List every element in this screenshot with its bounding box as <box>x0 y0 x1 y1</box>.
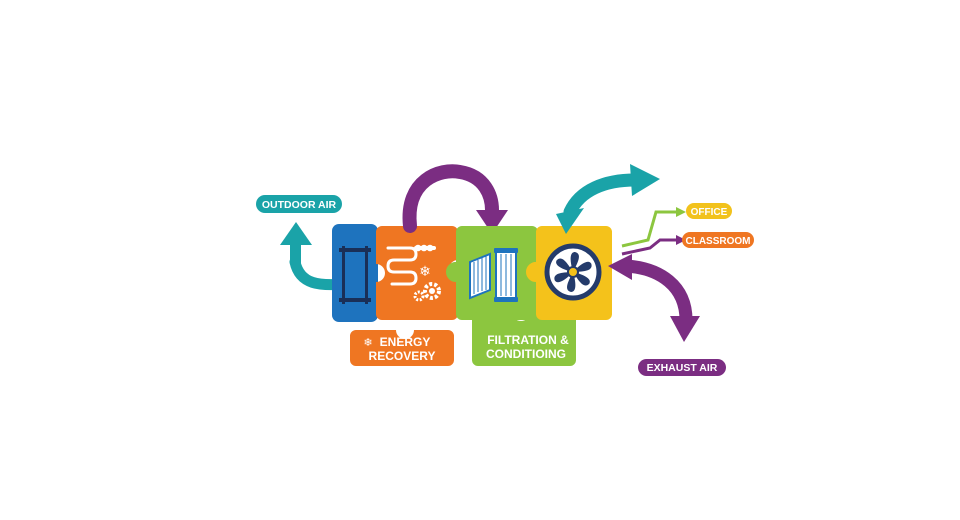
filter-icon <box>469 248 518 302</box>
fan-icon <box>544 243 602 301</box>
classroom-supply-line <box>621 238 676 256</box>
filtration-label: FILTRATION & CONDITIOING <box>472 312 576 366</box>
fan-block <box>527 226 612 320</box>
recirculation-arrow <box>402 164 499 233</box>
exhaust-air-arrowhead-left <box>608 254 632 280</box>
energy-recovery-line1: ENERGY <box>380 335 431 349</box>
office-supply-line <box>621 210 676 248</box>
exhaust-air-arrowhead-down <box>670 316 700 342</box>
exhaust-air-arrow <box>619 259 693 327</box>
outdoor-air-arrowhead-up <box>280 222 312 245</box>
outdoor-air-label: OUTDOOR AIR <box>256 195 342 213</box>
energy-recovery-line2: RECOVERY <box>369 349 436 363</box>
snowflake-small-icon: ❄ <box>363 336 372 349</box>
classroom-text: CLASSROOM <box>686 236 751 247</box>
snowflake-icon: ❄ <box>419 264 431 280</box>
exhaust-air-label: EXHAUST AIR <box>638 359 726 376</box>
filtration-line1: FILTRATION & <box>487 333 569 347</box>
gears-icon <box>413 282 441 302</box>
office-text: OFFICE <box>691 207 728 218</box>
classroom-label: CLASSROOM <box>682 232 754 248</box>
recirculation-arrowhead <box>476 210 508 234</box>
filtration-block <box>447 226 538 320</box>
energy-recovery-block: ❄ <box>376 226 458 320</box>
damper-block <box>332 224 378 322</box>
exhaust-air-text: EXHAUST AIR <box>647 362 718 374</box>
office-label: OFFICE <box>686 203 732 219</box>
outdoor-air-text: OUTDOOR AIR <box>262 199 337 211</box>
filtration-line2: CONDITIOING <box>486 347 566 361</box>
return-air-arrowhead-right <box>630 164 660 196</box>
damper-icon <box>339 246 371 304</box>
return-air-arrow <box>563 173 642 219</box>
heat-exchanger-icon <box>386 244 436 286</box>
energy-recovery-label: ❄ ENERGY RECOVERY <box>350 330 454 366</box>
return-air-arrowhead-down <box>556 208 584 234</box>
